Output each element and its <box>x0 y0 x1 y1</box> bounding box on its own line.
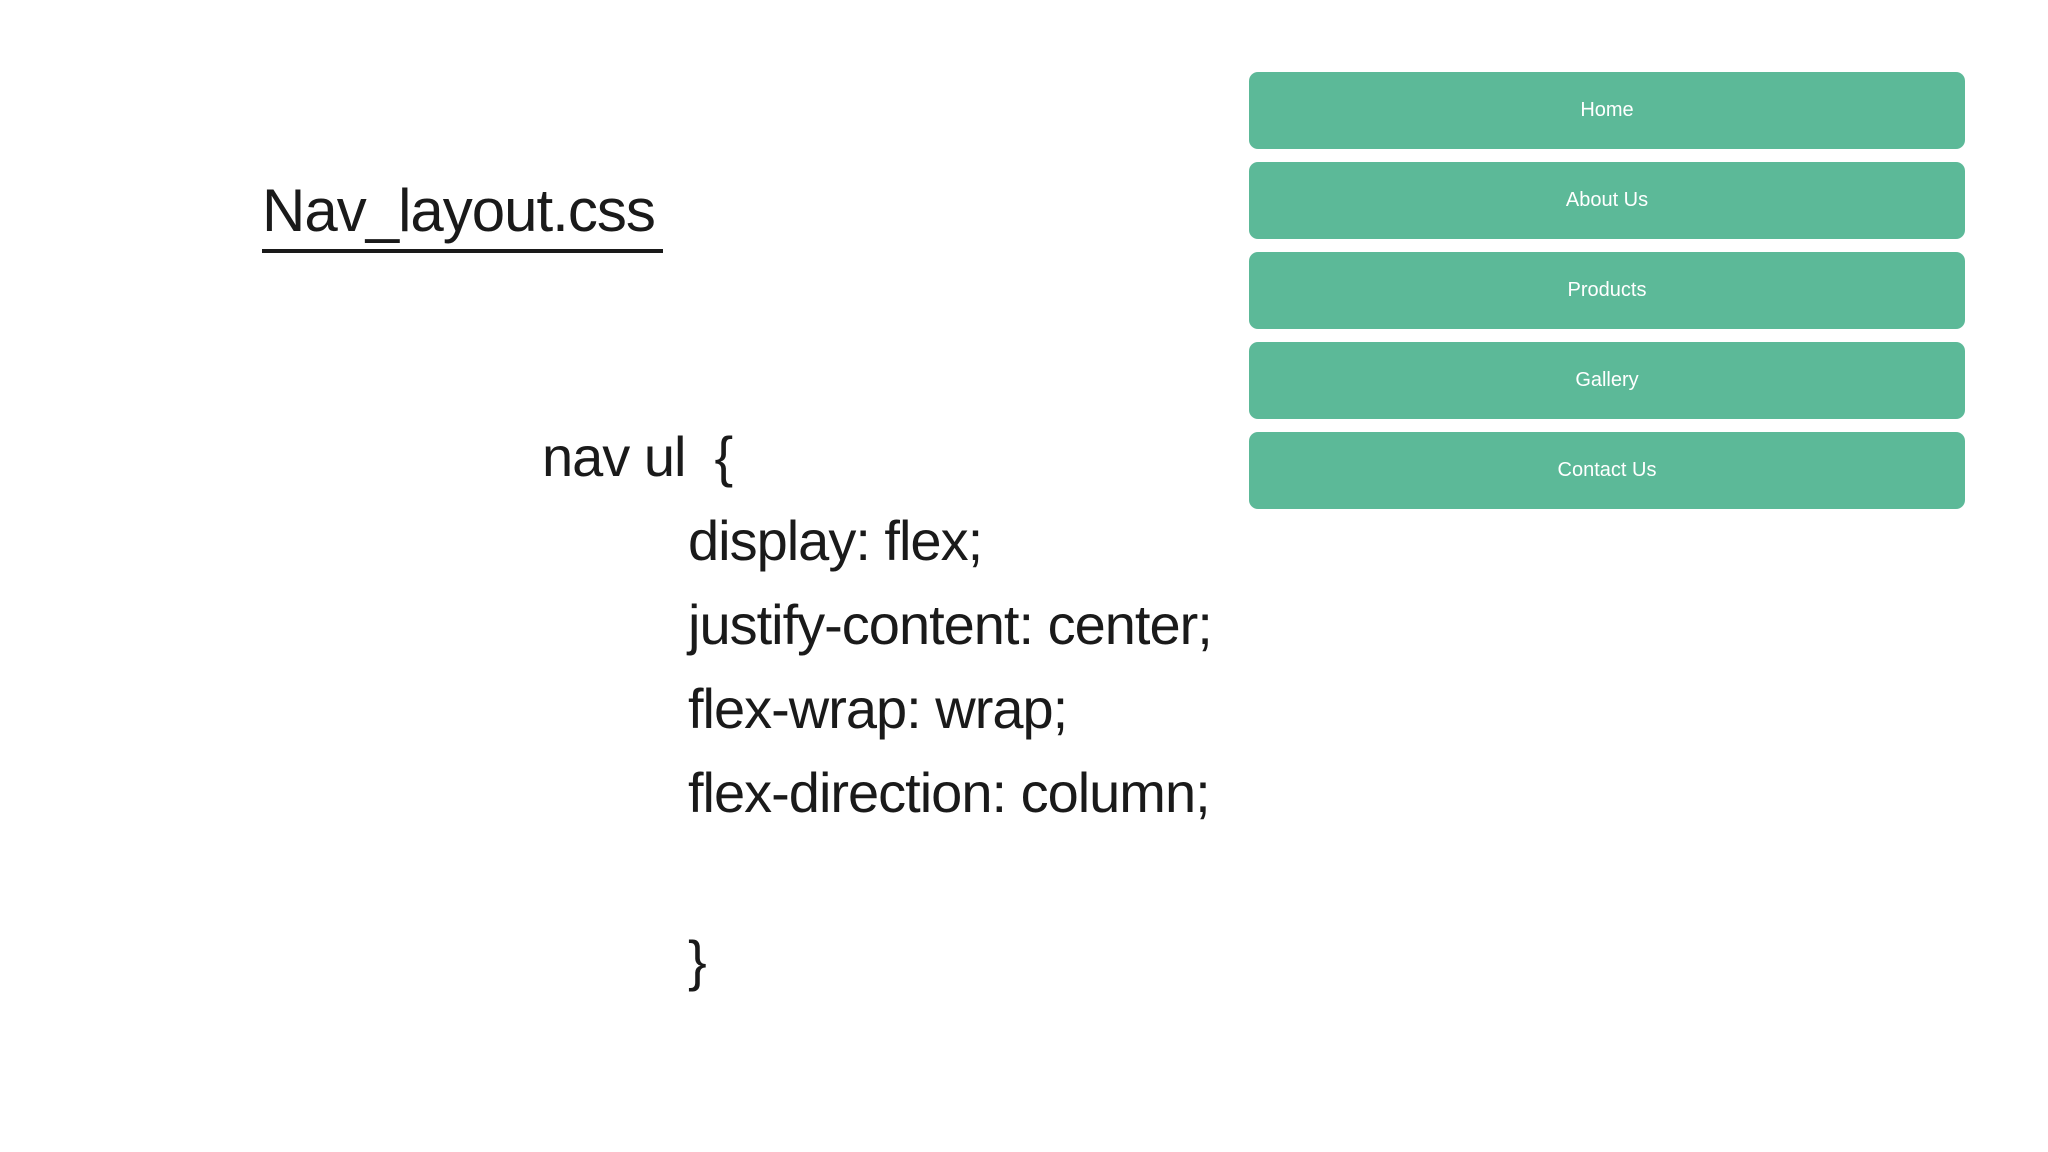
code-line: justify-content: center; <box>688 593 1213 656</box>
page-title: Nav_layout.css <box>262 178 663 253</box>
code-line: } <box>688 929 707 992</box>
nav-button-about-us[interactable]: About Us <box>1249 162 1965 239</box>
nav-button-gallery[interactable]: Gallery <box>1249 342 1965 419</box>
code-line: nav ul { <box>542 425 733 488</box>
code-snippet: nav ul { display: flex; justify-content: c… <box>542 415 1213 1003</box>
code-line: flex-wrap: wrap; <box>688 677 1068 740</box>
nav-button-home[interactable]: Home <box>1249 72 1965 149</box>
nav-button-products[interactable]: Products <box>1249 252 1965 329</box>
code-line: display: flex; <box>688 509 983 572</box>
code-line <box>542 835 1212 919</box>
nav-button-contact-us[interactable]: Contact Us <box>1249 432 1965 509</box>
code-line: flex-direction: column; <box>688 761 1211 824</box>
